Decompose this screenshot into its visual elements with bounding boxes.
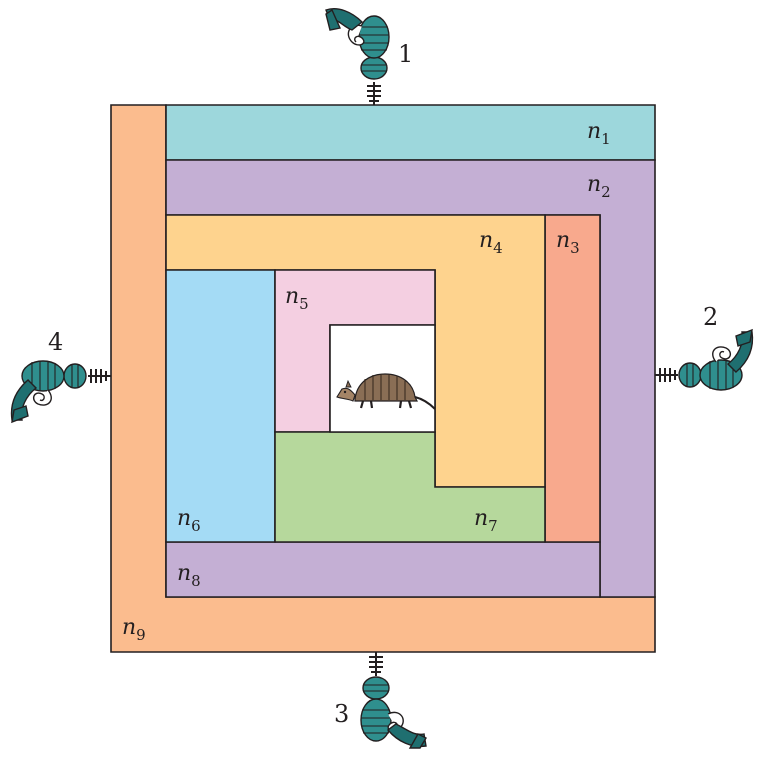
region-n1 xyxy=(165,104,656,161)
probe-2: 2 xyxy=(655,303,754,391)
armadillo-icon xyxy=(336,373,436,410)
label-n7: n7 xyxy=(474,506,498,535)
label-n3: n3 xyxy=(556,228,580,257)
label-n2: n2 xyxy=(587,172,611,201)
label-n9: n9 xyxy=(122,615,146,644)
probe-4-label: 4 xyxy=(48,328,63,356)
probe-2-label: 2 xyxy=(703,303,718,331)
probe-1: 1 xyxy=(325,8,413,105)
probe-3: 3 xyxy=(334,652,427,749)
label-n1: n1 xyxy=(587,119,611,148)
region-n6 xyxy=(165,269,276,543)
label-n5: n5 xyxy=(285,284,309,313)
label-n8: n8 xyxy=(177,561,201,590)
probe-4: 4 xyxy=(10,328,111,424)
region-n3 xyxy=(544,214,601,543)
region-n8 xyxy=(165,541,601,598)
probe-1-label: 1 xyxy=(398,40,413,68)
label-n4: n4 xyxy=(479,228,503,257)
label-n6: n6 xyxy=(177,506,201,535)
probe-3-label: 3 xyxy=(334,700,349,728)
